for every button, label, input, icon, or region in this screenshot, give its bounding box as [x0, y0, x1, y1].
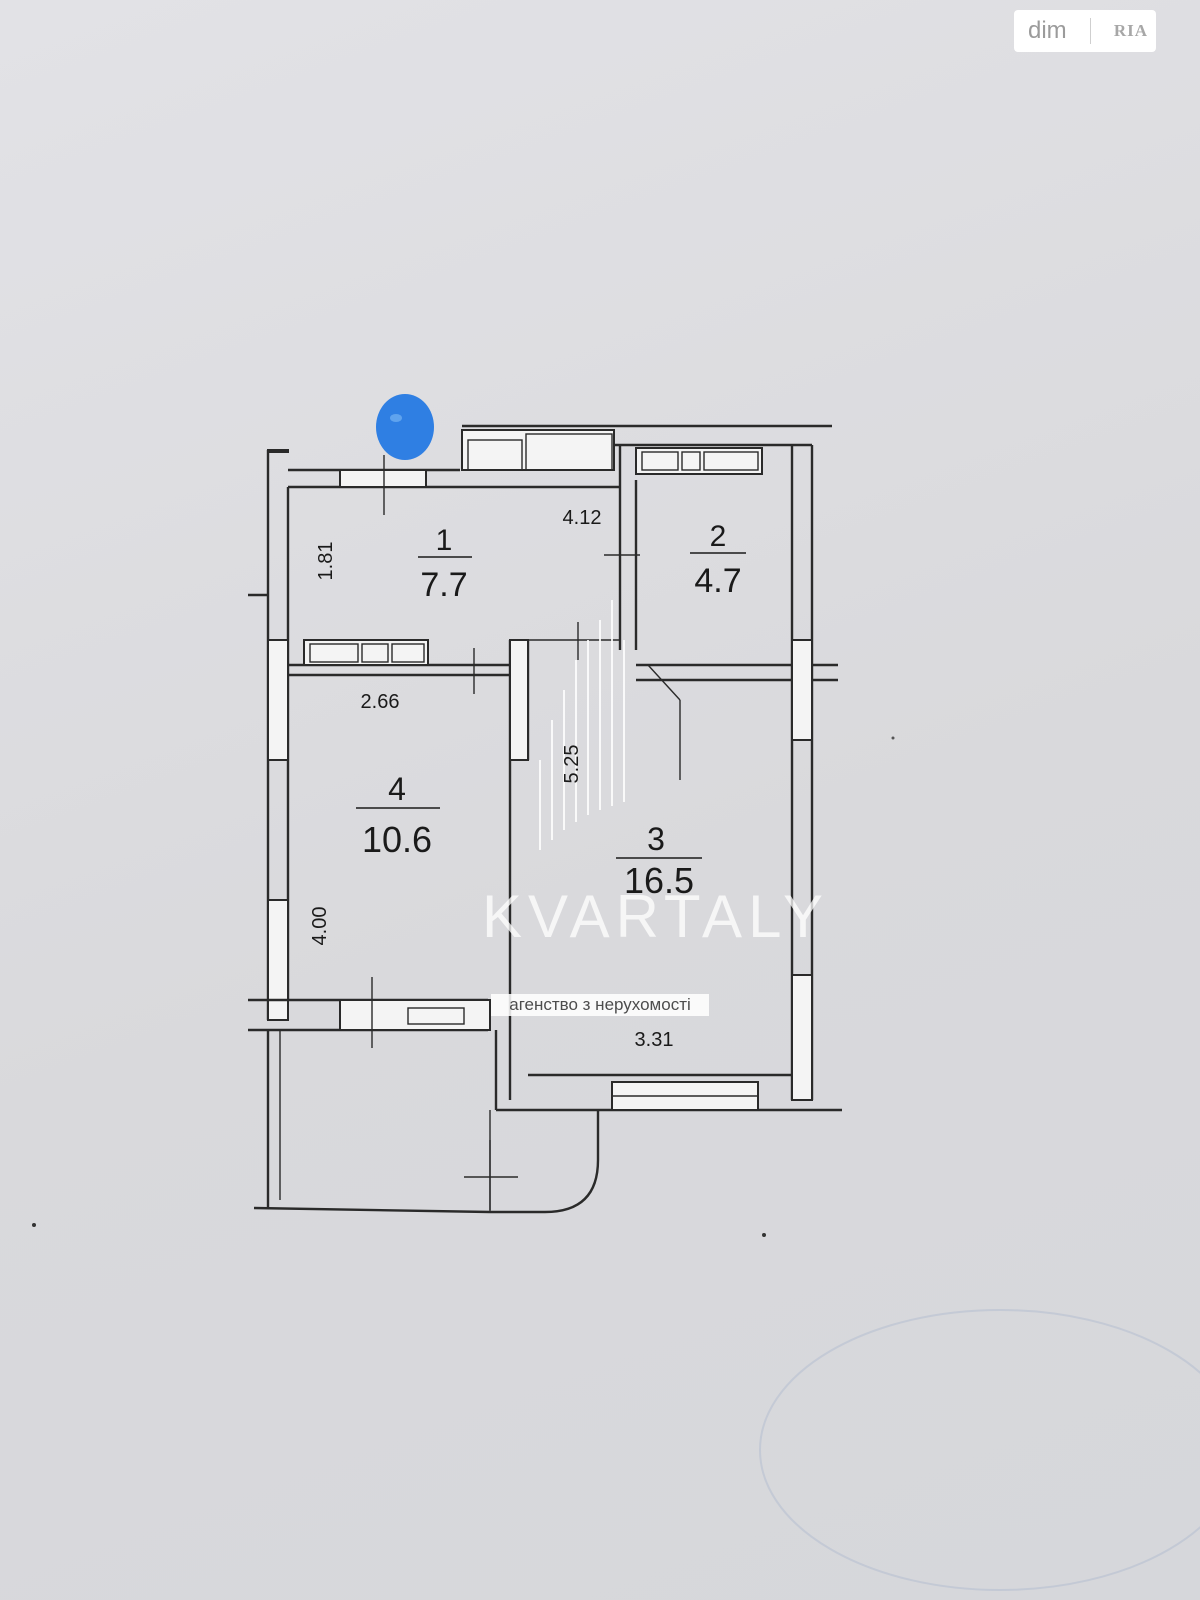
room-area: 4.7 — [694, 562, 741, 600]
dim-ria-badge: dim RIA — [1014, 10, 1156, 52]
dimension-ticks — [371, 455, 640, 1210]
room-4-label: 4 10.6 — [356, 771, 440, 860]
badge-divider — [1089, 18, 1091, 44]
agency-watermark: KVARTALY — [482, 883, 830, 950]
dim-room1-width: 4.12 — [563, 507, 602, 529]
closet-hatch — [539, 600, 625, 850]
dim-room1-height: 1.81 — [315, 542, 337, 581]
room-number: 4 — [388, 771, 406, 807]
room-1-label: 1 7.7 — [418, 524, 472, 604]
dim-room4-width: 2.66 — [361, 691, 400, 713]
stamp-smudge — [759, 1309, 1200, 1591]
dim-room3-height: 5.25 — [561, 745, 583, 784]
room-3-label: 3 16.5 — [616, 821, 702, 901]
badge-right-text: RIA — [1113, 21, 1148, 40]
redaction-blob — [376, 394, 434, 460]
agency-tagline: агенство з нерухомості — [491, 994, 709, 1016]
outer-walls — [248, 424, 838, 1101]
room-number: 1 — [436, 524, 453, 557]
room-number: 3 — [647, 821, 665, 857]
room-number: 2 — [710, 520, 727, 553]
interior-walls — [248, 445, 842, 1112]
badge-left-text: dim — [1028, 17, 1067, 44]
dim-room4-height: 4.00 — [309, 907, 331, 946]
dim-room3-width: 3.31 — [635, 1029, 674, 1051]
room-area: 10.6 — [362, 819, 432, 860]
room-2-label: 2 4.7 — [690, 520, 746, 600]
room-area: 16.5 — [624, 860, 694, 901]
room-area: 7.7 — [420, 566, 467, 604]
balcony — [253, 1030, 600, 1214]
